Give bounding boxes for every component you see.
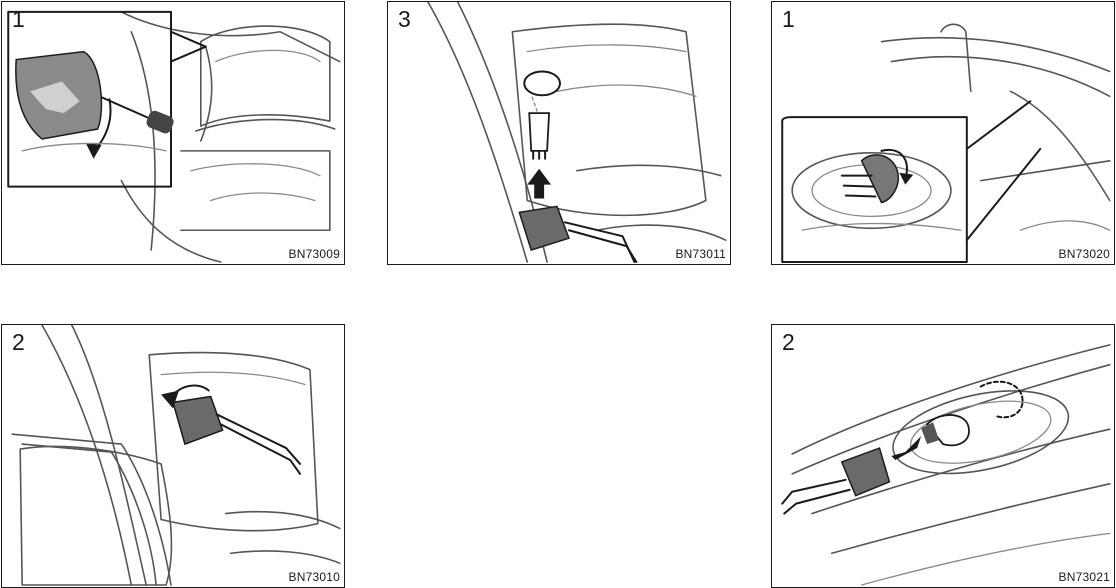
- figure-panel-bulb-removal: 3 BN73011: [387, 1, 731, 265]
- step-number: 1: [782, 8, 795, 31]
- figure-code: BN73011: [675, 247, 726, 261]
- figure-code: BN73020: [1059, 247, 1110, 261]
- illustration-license-socket: [772, 2, 1114, 264]
- figure-panel-license-light-socket: 1 BN73020: [771, 1, 1115, 265]
- figure-panel-socket-twist: 2 BN73010: [1, 324, 345, 588]
- step-number: 2: [12, 331, 25, 354]
- figure-panel-bulb-insertion: 2 BN73021: [771, 324, 1115, 588]
- figure-code: BN73009: [289, 247, 340, 261]
- step-number: 2: [782, 331, 795, 354]
- step-number: 1: [12, 8, 25, 31]
- figure-code: BN73010: [289, 570, 340, 584]
- figure-panel-trunk-cover-removal: 1 BN73009: [1, 1, 345, 265]
- illustration-socket-twist: [2, 325, 344, 587]
- figure-code: BN73021: [1059, 570, 1110, 584]
- illustration-bulb-insert: [772, 325, 1114, 587]
- illustration-trunk-cover: [2, 2, 344, 264]
- step-number: 3: [398, 8, 411, 31]
- illustration-bulb-socket: [388, 2, 730, 264]
